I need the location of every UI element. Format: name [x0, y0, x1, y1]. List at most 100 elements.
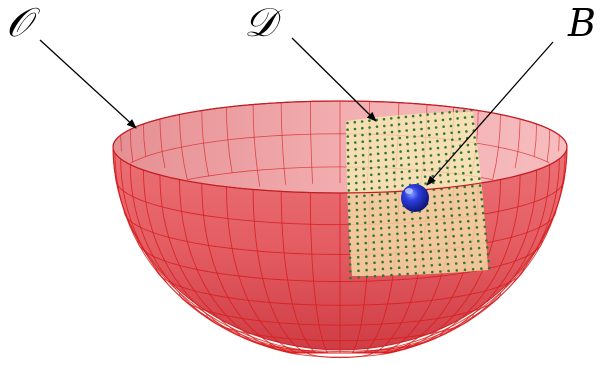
grid-dot [399, 144, 402, 147]
grid-dot [377, 146, 380, 149]
grid-dot [471, 261, 474, 264]
grid-dot [391, 138, 394, 141]
grid-dot [438, 160, 441, 163]
grid-dot [382, 268, 385, 271]
grid-dot [356, 209, 359, 212]
grid-dot [446, 256, 449, 259]
grid-dot [354, 148, 357, 151]
grid-dot [463, 179, 466, 182]
grid-dot [362, 168, 365, 171]
grid-dot [386, 186, 389, 189]
grid-dot [482, 212, 485, 215]
grid-dot [405, 245, 408, 248]
grid-dot [413, 135, 416, 138]
grid-dot [379, 193, 382, 196]
grid-dot [388, 226, 391, 229]
grid-dot [446, 249, 449, 252]
grid-dot [412, 224, 415, 227]
grid-dot [373, 241, 376, 244]
grid-dot [454, 255, 457, 258]
grid-dot [416, 176, 419, 179]
grid-dot [467, 220, 470, 223]
grid-dot [412, 122, 415, 125]
grid-dot [473, 206, 476, 209]
grid-dot [376, 132, 379, 135]
grid-dot [435, 126, 438, 129]
grid-dot [419, 114, 422, 117]
grid-dot [413, 245, 416, 248]
grid-dot [355, 188, 358, 191]
grid-dot [386, 192, 389, 195]
grid-dot [390, 274, 393, 277]
grid-dot [464, 193, 467, 196]
grid-dot [378, 186, 381, 189]
grid-dot [430, 257, 433, 260]
grid-dot [390, 117, 393, 120]
grid-dot [412, 238, 415, 241]
grid-dot [401, 171, 404, 174]
grid-dot [377, 153, 380, 156]
grid-dot [404, 225, 407, 228]
grid-dot [472, 122, 475, 125]
grid-dot [374, 268, 377, 271]
grid-dot [362, 147, 365, 150]
grid-dot [362, 154, 365, 157]
grid-dot [444, 139, 447, 142]
arrow-icon [40, 40, 136, 128]
grid-dot [379, 213, 382, 216]
grid-dot [362, 161, 365, 164]
grid-dot [464, 123, 467, 126]
grid-dot [369, 133, 372, 136]
grid-dot [469, 241, 472, 244]
grid-dot [458, 138, 461, 141]
grid-dot [483, 219, 486, 222]
grid-dot [478, 247, 481, 250]
grid-dot [421, 244, 424, 247]
grid-dot [376, 139, 379, 142]
grid-dot [415, 272, 418, 275]
grid-dot [449, 118, 452, 121]
grid-dot [459, 221, 462, 224]
grid-dot [401, 178, 404, 181]
grid-dot [437, 147, 440, 150]
grid-dot [391, 144, 394, 147]
grid-dot [407, 156, 410, 159]
grid-dot [421, 135, 424, 138]
grid-dot [373, 248, 376, 251]
grid-dot [389, 260, 392, 263]
grid-dot [453, 242, 456, 245]
grid-dot [347, 176, 350, 179]
grid-dot [409, 177, 412, 180]
grid-dot [406, 259, 409, 262]
grid-dot [421, 141, 424, 144]
grid-dot [406, 273, 409, 276]
grid-dot [447, 270, 450, 273]
grid-dot [452, 228, 455, 231]
grid-dot [447, 180, 450, 183]
grid-dot [369, 153, 372, 156]
grid-dot [377, 159, 380, 162]
grid-dot [371, 201, 374, 204]
grid-dot [357, 256, 360, 259]
grid-dot [399, 150, 402, 153]
grid-dot [470, 254, 473, 257]
grid-dot [454, 249, 457, 252]
grid-dot [420, 231, 423, 234]
grid-dot [444, 146, 447, 149]
grid-dot [389, 240, 392, 243]
grid-dot [476, 157, 479, 160]
grid-dot [476, 233, 479, 236]
grid-dot [414, 258, 417, 261]
grid-dot [454, 173, 457, 176]
grid-dot [393, 165, 396, 168]
grid-dot [460, 234, 463, 237]
grid-dot [383, 125, 386, 128]
grid-dot [457, 200, 460, 203]
grid-dot [456, 193, 459, 196]
grid-dot [422, 258, 425, 261]
grid-dot [372, 214, 375, 217]
grid-dot [403, 211, 406, 214]
grid-dot [346, 128, 349, 131]
grid-dot [372, 228, 375, 231]
grid-dot [423, 162, 426, 165]
